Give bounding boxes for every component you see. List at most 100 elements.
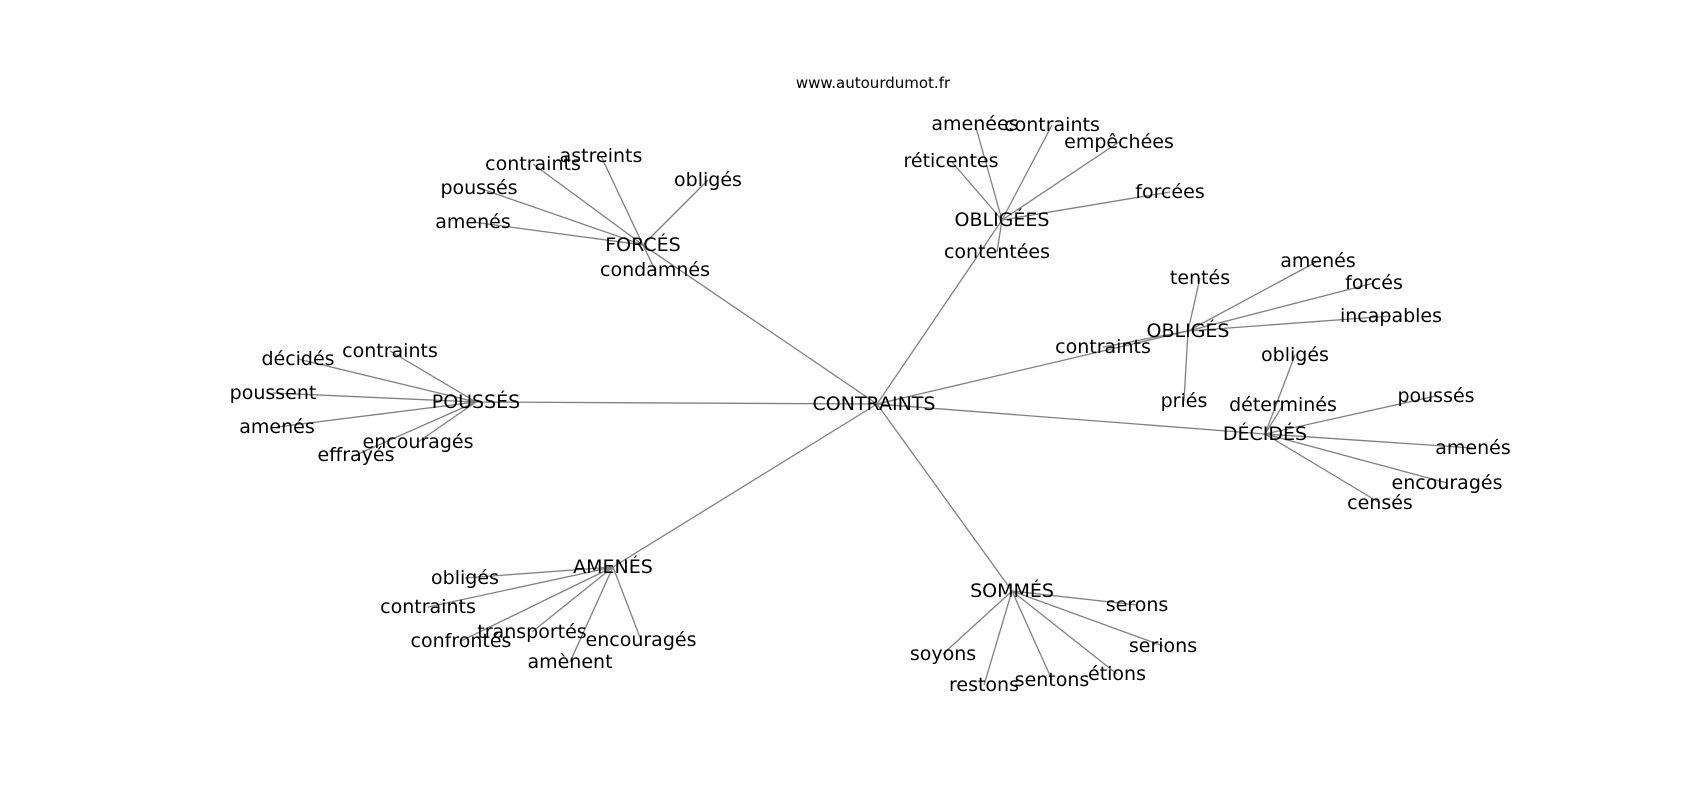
word-label-decides-2[interactable]: poussés [1397,385,1474,407]
word-label-obligees-3[interactable]: réticentes [903,150,998,172]
edge-amenes-1 [427,566,614,608]
edge-sommes-3 [983,590,1013,686]
edge-sommes-0 [1011,590,1138,606]
word-label-amenes-3[interactable]: confrontés [411,630,512,652]
word-label-obliges-3[interactable]: incapables [1340,305,1442,327]
edge-obliges-2 [1187,282,1375,332]
edge-amenes-3 [460,566,614,642]
word-label-forces-4[interactable]: obligés [674,169,742,191]
hub-label-forces[interactable]: FORCÉS [605,233,680,256]
word-label-obligees-5[interactable]: contentées [944,241,1050,263]
edge-poussees-1 [389,350,477,403]
word-label-decides-5[interactable]: censés [1347,492,1413,514]
edge-obliges-0 [1187,277,1201,332]
edge-obliges-3 [1187,315,1392,332]
word-label-obliges-4[interactable]: contraints [1055,336,1151,358]
edge-decides-4 [1264,433,1448,484]
hub-label-poussees[interactable]: POUSSÉS [432,390,521,413]
edge-center-obligees [876,219,1003,405]
edge-obligees-5 [996,219,1003,253]
edge-poussees-2 [272,392,477,403]
edge-decides-3 [1264,433,1474,449]
edge-obligees-1 [1001,124,1053,221]
edge-forces-5 [642,244,656,271]
edge-poussees-3 [276,401,477,428]
edge-forces-2 [478,187,644,246]
word-label-forces-2[interactable]: poussés [440,177,517,199]
edge-forces-0 [532,163,644,246]
word-label-amenes-2[interactable]: transportés [477,621,586,643]
edge-center-obliges [876,330,1189,405]
edge-poussees-4 [417,401,477,443]
word-label-poussees-5[interactable]: effrayés [317,444,394,466]
edge-center-amenes [612,403,878,568]
edge-sommes-4 [1011,590,1053,681]
edge-poussees-5 [355,401,477,456]
edge-center-poussees [475,401,878,405]
edge-amenes-0 [464,566,614,579]
word-label-sommes-1[interactable]: soyons [910,643,976,665]
edge-decides-5 [1264,433,1381,504]
word-label-sommes-3[interactable]: restons [949,674,1019,696]
word-label-forces-0[interactable]: contraints [485,153,581,175]
word-label-amenes-4[interactable]: encouragés [586,629,697,651]
word-label-obligees-4[interactable]: forcées [1135,181,1204,203]
word-label-sommes-0[interactable]: serons [1106,594,1169,616]
edge-poussees-0 [297,358,477,403]
edge-obligees-3 [950,160,1003,221]
edge-sommes-1 [942,590,1013,655]
word-label-obligees-1[interactable]: contraints [1004,114,1100,136]
edge-obliges-1 [1187,260,1319,332]
edge-obliges-4 [1102,330,1189,348]
edge-decides-2 [1264,395,1437,435]
center-word-label[interactable]: CONTRAINTS [813,393,936,415]
edge-amenes-5 [569,566,614,663]
edge-sommes-2 [1011,590,1164,647]
word-label-forces-5[interactable]: condamnés [600,259,710,281]
word-label-sommes-5[interactable]: étions [1088,663,1146,685]
hub-label-obliges[interactable]: OBLIGÉS [1147,319,1230,342]
word-label-decides-4[interactable]: encouragés [1392,472,1503,494]
word-label-obliges-2[interactable]: forcés [1345,272,1403,294]
edge-center-forces [642,244,878,405]
word-label-poussees-2[interactable]: poussent [230,382,317,404]
word-label-decides-0[interactable]: obligés [1261,344,1329,366]
edge-obliges-5 [1183,330,1189,402]
edge-decides-1 [1264,404,1284,435]
hub-label-sommes[interactable]: SOMMÉS [970,579,1054,602]
word-label-obligees-0[interactable]: amenées [931,113,1018,135]
word-label-forces-1[interactable]: astreints [560,145,643,167]
word-label-obliges-1[interactable]: amenés [1280,250,1355,272]
word-label-amenes-0[interactable]: obligés [431,567,499,589]
word-label-obliges-0[interactable]: tentés [1170,267,1230,289]
edge-forces-1 [600,155,644,246]
edge-center-decides [876,403,1266,435]
hub-label-decides[interactable]: DÉCIDÉS [1223,422,1307,445]
edge-center-sommes [876,403,1013,592]
word-label-sommes-2[interactable]: serions [1129,635,1197,657]
edges-layer [272,123,1474,686]
edge-amenes-4 [612,566,642,641]
word-label-decides-3[interactable]: amenés [1435,437,1510,459]
word-label-sommes-4[interactable]: sentons [1015,669,1090,691]
edge-obligees-4 [1001,191,1171,221]
word-label-forces-3[interactable]: amenés [435,211,510,233]
word-label-poussees-1[interactable]: contraints [342,340,438,362]
hub-label-amenes[interactable]: AMENÉS [573,555,653,578]
word-label-decides-1[interactable]: déterminés [1229,394,1337,416]
word-label-obliges-5[interactable]: priés [1161,390,1208,412]
hub-label-obligees[interactable]: OBLIGÉES [955,208,1050,231]
edge-forces-3 [472,221,644,246]
source-label: www.autourdumot.fr [796,74,951,92]
word-label-amenes-1[interactable]: contraints [380,596,476,618]
word-label-poussees-4[interactable]: encouragés [363,431,474,453]
edge-decides-0 [1264,354,1296,435]
edge-obligees-0 [974,123,1003,221]
edge-forces-4 [642,179,709,246]
word-label-obligees-2[interactable]: empêchées [1064,131,1174,153]
word-label-poussees-3[interactable]: amenés [239,416,314,438]
edge-amenes-2 [531,566,614,633]
word-label-poussees-0[interactable]: décidés [261,348,334,370]
word-label-amenes-5[interactable]: amènent [527,651,612,673]
